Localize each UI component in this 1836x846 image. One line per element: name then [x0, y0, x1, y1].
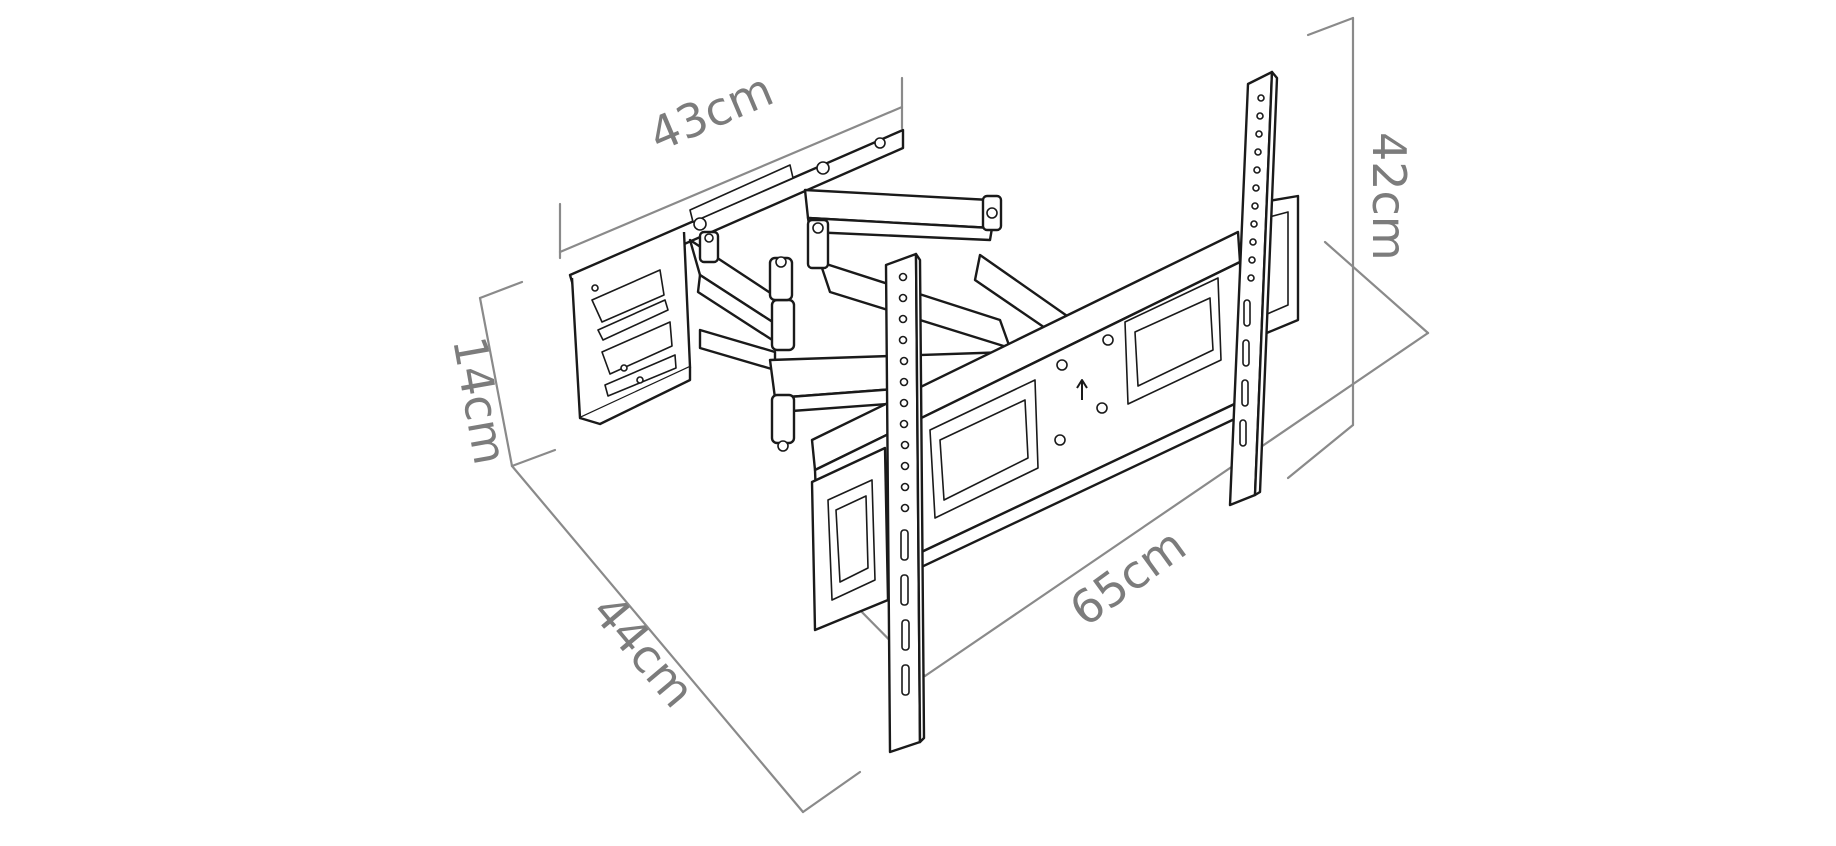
- dimension-label-height-right: 42cm: [1362, 132, 1416, 261]
- wall-plate: [568, 128, 905, 426]
- dimension-44cm: 44cm: [510, 464, 862, 814]
- dimension-label-depth: 44cm: [582, 584, 706, 717]
- dimension-42cm: 42cm: [1286, 16, 1416, 480]
- tv-plate: [810, 194, 1300, 632]
- vertical-rail-left: [884, 252, 926, 754]
- dimension-label-wall-plate-height: 14cm: [442, 333, 518, 469]
- dimension-label-width-bottom: 65cm: [1060, 518, 1196, 637]
- up-arrow-icon: [1076, 379, 1088, 400]
- vertical-rail-right: [1228, 70, 1279, 507]
- dimension-label-top-width: 43cm: [641, 62, 781, 162]
- dimension-14cm: 14cm: [442, 280, 557, 469]
